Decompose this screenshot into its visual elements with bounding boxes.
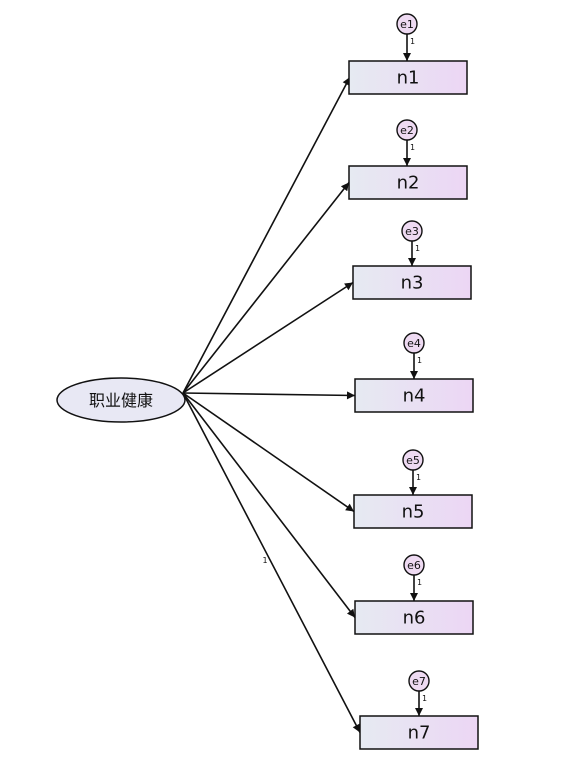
loading-label-n7: 1	[263, 556, 268, 565]
error-label-e2: e2	[400, 124, 414, 137]
latent-node	[56, 377, 186, 423]
observed-label-n4: n4	[403, 386, 426, 407]
observed-node-n1	[348, 60, 468, 95]
observed-node-n6	[354, 600, 474, 635]
observed-node-n4	[354, 378, 474, 413]
loading-path-n6	[182, 392, 356, 618]
observed-label-n5: n5	[402, 502, 425, 523]
loading-path-n1	[182, 76, 351, 394]
error-path-label-e3: 1	[415, 244, 420, 253]
nodes-layer: 1 职业健康 n1 1 e1 n2 1 e2 n3 1 e3 n4 1 e4 n5 1 e5 n6 1 e6 n7 1 e7	[56, 13, 479, 750]
observed-node-n2	[348, 165, 468, 200]
error-node-e4	[403, 332, 425, 354]
error-node-e6	[403, 554, 425, 576]
error-label-e7: e7	[412, 675, 426, 688]
error-label-e5: e5	[406, 454, 420, 467]
latent-label: 职业健康	[89, 391, 153, 410]
loading-path-n7	[182, 392, 361, 733]
error-node-e1	[396, 13, 418, 35]
error-node-e2	[396, 119, 418, 141]
loading-path-n3	[182, 281, 354, 394]
error-path-label-e2: 1	[410, 143, 415, 152]
error-label-e3: e3	[405, 225, 419, 238]
observed-node-n5	[353, 494, 473, 529]
observed-label-n3: n3	[401, 273, 424, 294]
observed-node-n7	[359, 715, 479, 750]
error-label-e6: e6	[407, 559, 421, 572]
observed-node-n3	[352, 265, 472, 300]
observed-label-n2: n2	[397, 173, 420, 194]
loading-path-n4	[182, 391, 356, 400]
error-node-e5	[402, 449, 424, 471]
loading-path-n2	[182, 182, 350, 394]
observed-label-n1: n1	[397, 68, 420, 89]
observed-label-n7: n7	[408, 723, 431, 744]
error-label-e4: e4	[407, 337, 421, 350]
error-path-label-e7: 1	[422, 694, 427, 703]
error-path-label-e4: 1	[417, 356, 422, 365]
error-path-label-e5: 1	[416, 473, 421, 482]
error-path-label-e6: 1	[417, 578, 422, 587]
error-path-label-e1: 1	[410, 37, 415, 46]
loading-path-n5	[182, 392, 355, 513]
error-node-e7	[408, 670, 430, 692]
error-label-e1: e1	[400, 18, 414, 31]
paths-layer	[182, 34, 423, 733]
observed-label-n6: n6	[403, 608, 426, 629]
error-node-e3	[401, 220, 423, 242]
